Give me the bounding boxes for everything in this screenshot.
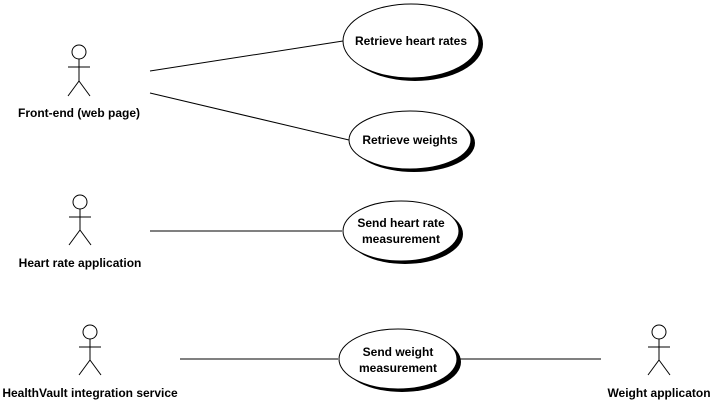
use-case-ellipse <box>338 328 458 390</box>
actor-label: Front-end (web page) <box>18 106 140 120</box>
use-case-label-line-1: Send heart rate <box>357 216 445 230</box>
use-case-retrieve-weights[interactable]: Retrieve weights <box>348 110 475 172</box>
association-frontend-retrieve-weights <box>149 92 350 141</box>
use-case-label-line-2: measurement <box>362 232 440 246</box>
actor-label: Weight applicaton <box>607 386 710 400</box>
actor-healthvault-integration-service[interactable]: HealthVault integration service <box>2 324 178 400</box>
use-case-ellipse <box>348 110 472 170</box>
actor-frontend[interactable]: Front-end (web page) <box>18 44 140 120</box>
actor-head <box>651 324 667 340</box>
association-frontend-retrieve-heart-rates <box>149 40 344 72</box>
actor-label: HealthVault integration service <box>2 386 178 400</box>
use-case-ellipse <box>342 3 480 79</box>
use-case-label-line-1: Send weight <box>363 345 434 359</box>
associations <box>149 40 601 360</box>
use-case-send-heart-rate-measurement[interactable]: Send heart rate measurement <box>342 200 463 264</box>
actor-heart-rate-application[interactable]: Heart rate application <box>19 194 142 270</box>
use-case-label-line-2: measurement <box>359 361 437 375</box>
use-case-ellipse <box>342 200 460 262</box>
actor-head <box>72 194 88 210</box>
actor-head <box>71 44 87 60</box>
use-case-label: Retrieve heart rates <box>355 34 467 48</box>
use-case-retrieve-heart-rates[interactable]: Retrieve heart rates <box>342 3 483 81</box>
use-case-label: Retrieve weights <box>362 133 458 147</box>
actor-label: Heart rate application <box>19 256 142 270</box>
actor-weight-application[interactable]: Weight applicaton <box>607 324 711 400</box>
actor-head <box>82 324 98 340</box>
use-case-send-weight-measurement[interactable]: Send weight measurement <box>338 328 461 392</box>
